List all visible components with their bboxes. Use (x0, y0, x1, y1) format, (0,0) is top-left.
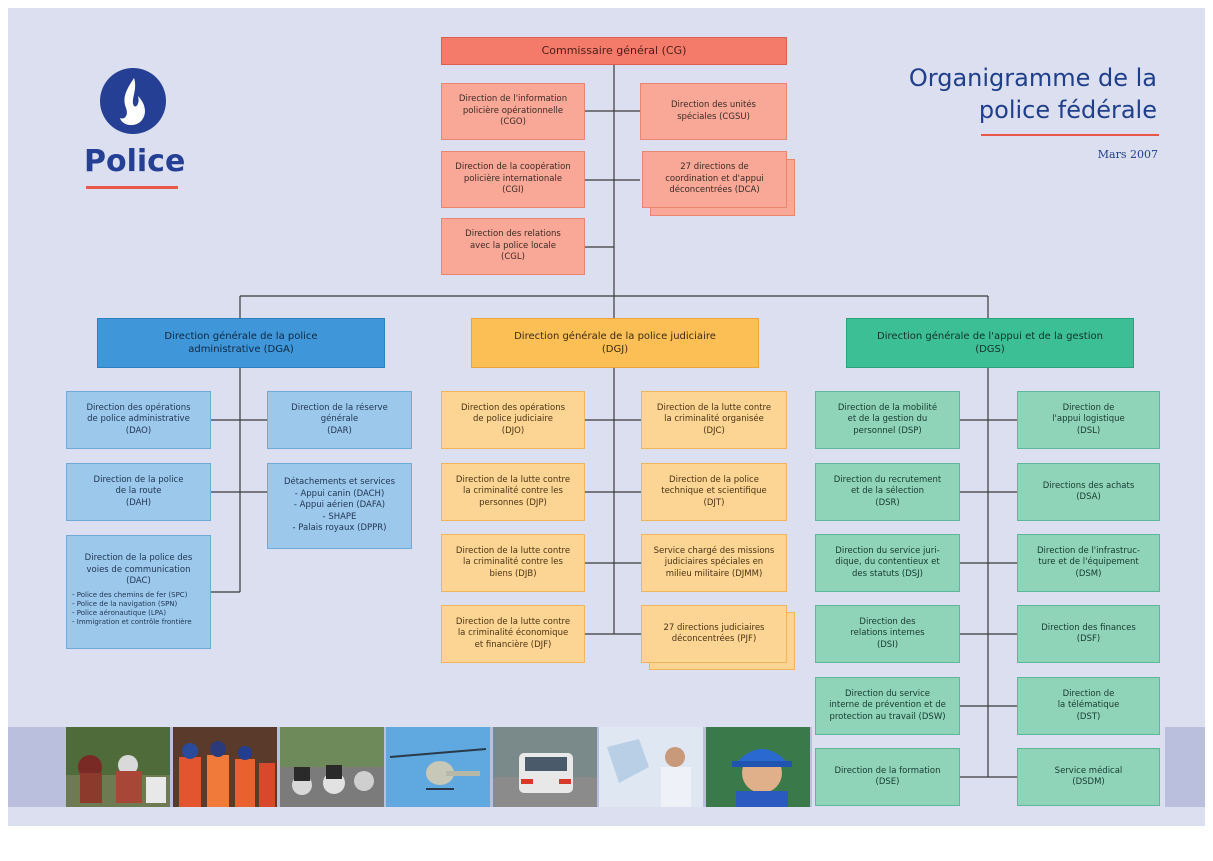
dsi-box: Direction des relations internes (DSI) (815, 605, 960, 663)
dsf-box: Direction des finances (DSF) (1017, 605, 1160, 663)
djb-box: Direction de la lutte contre la criminal… (441, 534, 585, 592)
cgsu-box: Direction des unités spéciales (CGSU) (640, 83, 787, 140)
commissaire-general-box: Commissaire général (CG) (441, 37, 787, 65)
dgs-header-box: Direction générale de l'appui et de la g… (846, 318, 1134, 368)
dsj-box: Direction du service juri- dique, du con… (815, 534, 960, 592)
dsr-box: Direction du recrutement et de la sélect… (815, 463, 960, 521)
dac-box: Direction de la police des voies de comm… (66, 535, 211, 649)
dca-box: 27 directions de coordination et d'appui… (642, 151, 787, 208)
dsa-box: Directions des achats (DSA) (1017, 463, 1160, 521)
djp-box: Direction de la lutte contre la criminal… (441, 463, 585, 521)
dsl-box: Direction de l'appui logistique (DSL) (1017, 391, 1160, 449)
dsdm-box: Service médical (DSDM) (1017, 748, 1160, 806)
dst-box: Direction de la télématique (DST) (1017, 677, 1160, 735)
photo-strip-band-right (1165, 727, 1205, 807)
dar-box: Direction de la réserve générale (DAR) (267, 391, 412, 449)
title-line-1: Organigramme de la (908, 64, 1157, 92)
dac-services-list: - Police des chemins de fer (SPC) - Poli… (72, 590, 192, 627)
cgi-box: Direction de la coopération policière in… (441, 151, 585, 208)
title-line-2: police fédérale (978, 96, 1157, 125)
dgj-header-box: Direction générale de la police judiciai… (471, 318, 759, 368)
djc-box: Direction de la lutte contre la criminal… (641, 391, 787, 449)
title-underline (981, 134, 1159, 136)
dsm-box: Direction de l'infrastruc- ture et de l'… (1017, 534, 1160, 592)
dah-box: Direction de la police de la route (DAH) (66, 463, 211, 521)
djo-box: Direction des opérations de police judic… (441, 391, 585, 449)
logo-underline (86, 186, 178, 189)
officers-crowd-photo (173, 727, 277, 807)
page-title: Organigramme de la police fédérale (909, 62, 1157, 127)
police-flame-logo-icon (100, 68, 166, 134)
date-label: Mars 2007 (1097, 148, 1158, 161)
djt-box: Direction de la police technique et scie… (641, 463, 787, 521)
dsw-box: Direction du service interne de préventi… (815, 677, 960, 735)
motorcycles-photo (280, 727, 384, 807)
dsp-box: Direction de la mobilité et de la gestio… (815, 391, 960, 449)
officer-cap-photo (706, 727, 810, 807)
dga-header-box: Direction générale de la police administ… (97, 318, 385, 368)
officer-map-photo (599, 727, 703, 807)
djmm-box: Service chargé des missions judiciaires … (641, 534, 787, 592)
dse-box: Direction de la formation (DSE) (815, 748, 960, 806)
detachements-box: Détachements et services - Appui canin (… (267, 463, 412, 549)
djf-box: Direction de la lutte contre la criminal… (441, 605, 585, 663)
cgl-box: Direction des relations avec la police l… (441, 218, 585, 275)
pjf-box: 27 directions judiciaires déconcentrées … (641, 605, 787, 663)
dac-title: Direction de la police des voies de comm… (84, 553, 193, 587)
patrol-car-photo (493, 727, 597, 807)
helicopter-photo (386, 727, 490, 807)
logo-text: Police (84, 144, 186, 179)
dao-box: Direction des opérations de police admin… (66, 391, 211, 449)
cgo-box: Direction de l'information policière opé… (441, 83, 585, 140)
police-horses-photo (66, 727, 170, 807)
